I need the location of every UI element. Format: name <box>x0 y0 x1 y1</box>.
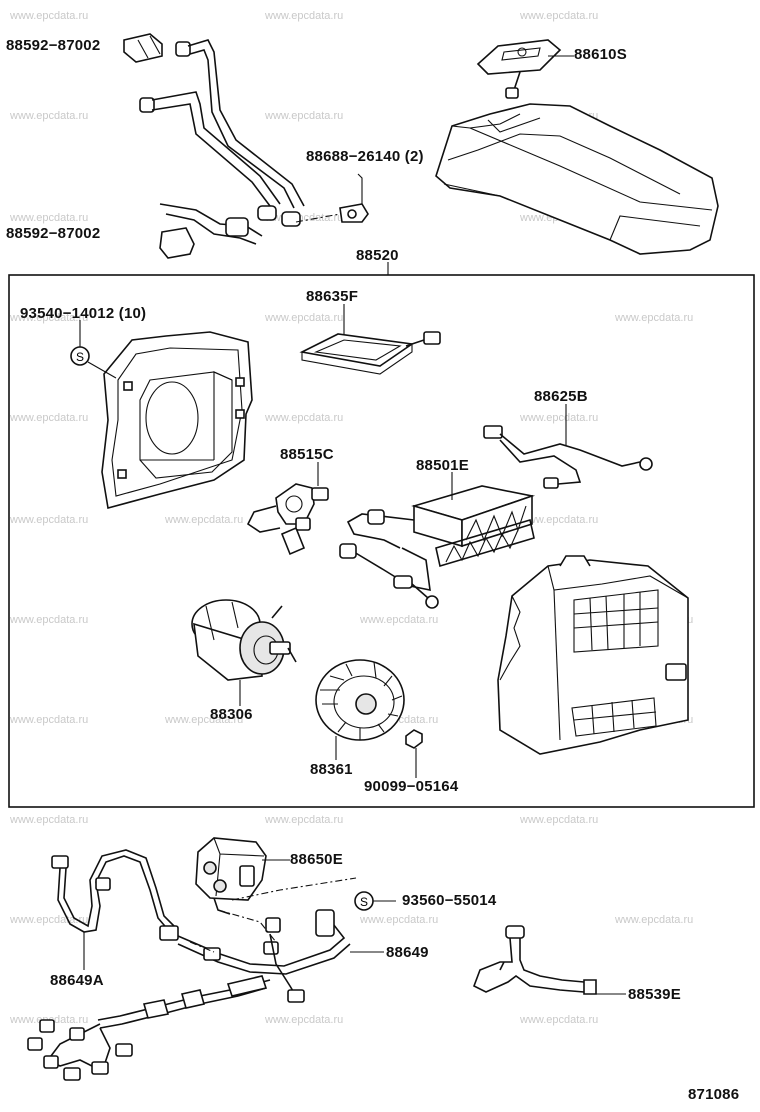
blower-fan-88361 <box>315 659 405 741</box>
part-label-88501e: 88501E <box>416 457 469 474</box>
leader-93540 <box>79 320 117 379</box>
watermark: www.epcdata.ru <box>615 312 694 324</box>
expansion-valve-88515c <box>246 483 329 556</box>
hose-88592-lower <box>159 203 263 259</box>
wire-harness-88649a <box>51 849 179 941</box>
air-filter-88635f <box>299 331 441 375</box>
watermark: www.epcdata.ru <box>265 110 344 122</box>
part-label-88361: 88361 <box>310 761 353 778</box>
part-label-93560: 93560−55014 <box>402 892 497 909</box>
part-label-88592-lower: 88592−87002 <box>6 225 101 242</box>
nut-90099 <box>405 729 423 749</box>
part-label-88610s: 88610S <box>574 46 627 63</box>
watermark: www.epcdata.ru <box>360 614 439 626</box>
watermark: www.epcdata.ru <box>10 714 89 726</box>
part-label-93540: 93540−14012 (10) <box>20 305 147 322</box>
watermark: www.epcdata.ru <box>10 10 89 22</box>
drain-hose-upper <box>139 39 305 227</box>
s-mark-text: S <box>360 895 368 909</box>
part-label-88520: 88520 <box>356 247 399 264</box>
watermark: www.epcdata.ru <box>10 110 89 122</box>
watermark: www.epcdata.ru <box>165 514 244 526</box>
hose-88592-upper <box>123 33 163 63</box>
watermark: www.epcdata.ru <box>265 10 344 22</box>
watermark: www.epcdata.ru <box>520 514 599 526</box>
part-label-88688: 88688−26140 (2) <box>306 148 424 165</box>
part-label-88306: 88306 <box>210 706 253 723</box>
watermark: www.epcdata.ru <box>360 914 439 926</box>
watermark: www.epcdata.ru <box>10 814 89 826</box>
evaporator-88501e <box>339 485 536 609</box>
case-frame <box>101 331 253 510</box>
watermark: www.epcdata.ru <box>10 514 89 526</box>
blower-case <box>497 555 689 755</box>
duct-88539e <box>472 925 597 995</box>
console-box <box>435 103 719 255</box>
part-label-88592-upper: 88592−87002 <box>6 37 101 54</box>
watermark: www.epcdata.ru <box>10 212 89 224</box>
watermark: www.epcdata.ru <box>265 814 344 826</box>
blower-motor-88306 <box>191 599 297 681</box>
s-mark-text: S <box>76 350 84 364</box>
part-label-88539e: 88539E <box>628 986 681 1003</box>
wire-88625b <box>483 425 653 489</box>
watermark: www.epcdata.ru <box>165 714 244 726</box>
watermark: www.epcdata.ru <box>265 412 344 424</box>
watermark: www.epcdata.ru <box>10 614 89 626</box>
clip-88688 <box>295 203 369 223</box>
control-panel-88610s <box>476 39 562 99</box>
part-label-88649a: 88649A <box>50 972 104 989</box>
wire-harness-88649 <box>27 909 351 1081</box>
part-label-90099: 90099−05164 <box>364 778 459 795</box>
watermark: www.epcdata.ru <box>265 1014 344 1026</box>
part-label-88650e: 88650E <box>290 851 343 868</box>
diagram-code: 871086 <box>688 1086 740 1103</box>
relay-88650e <box>195 837 267 915</box>
watermark: www.epcdata.ru <box>520 814 599 826</box>
leader-88688 <box>357 173 363 204</box>
part-label-88649: 88649 <box>386 944 429 961</box>
assembly-box-88520 <box>8 274 755 808</box>
watermark: www.epcdata.ru <box>520 412 599 424</box>
part-label-88515c: 88515C <box>280 446 334 463</box>
watermark: www.epcdata.ru <box>10 412 89 424</box>
watermark: www.epcdata.ru <box>520 1014 599 1026</box>
screw-line <box>231 877 357 901</box>
part-label-88625b: 88625B <box>534 388 588 405</box>
watermark: www.epcdata.ru <box>265 312 344 324</box>
watermark: www.epcdata.ru <box>520 10 599 22</box>
part-label-88635f: 88635F <box>306 288 359 305</box>
watermark: www.epcdata.ru <box>615 914 694 926</box>
watermark: www.epcdata.ru <box>10 312 89 324</box>
